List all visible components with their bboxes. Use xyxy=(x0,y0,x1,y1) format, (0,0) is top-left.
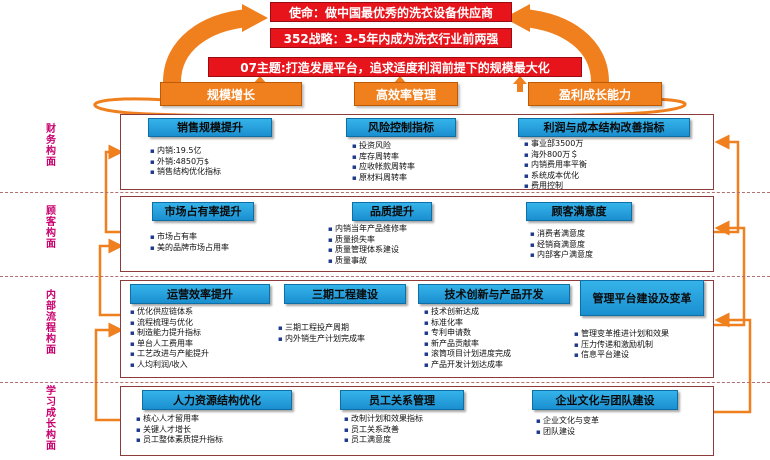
list-item: 单台人工费用率 xyxy=(130,339,209,350)
list-item: 管理变革推进计划和效果 xyxy=(574,329,669,340)
list-item: 美的品牌市场占用率 xyxy=(150,243,229,254)
left-connector-3 xyxy=(94,322,124,422)
internal-list-phase3: 三期工程投产周期 内外销生产计划完成率 xyxy=(278,323,365,344)
list-item: 核心人才留用率 xyxy=(136,414,223,425)
customer-list-quality: 内销当年产品维修率 质量损失率 质量管理体系建设 质量事故 xyxy=(328,224,407,266)
customer-list-market-share: 市场占有率 美的品牌市场占用率 xyxy=(150,232,229,253)
list-item: 专利申请数 xyxy=(424,328,511,339)
theme-07-bar: 07主题:打造发展平台，追求适度利润前提下的规模最大化 xyxy=(208,57,582,77)
internal-header-innovation: 技术创新与产品开发 xyxy=(418,284,570,304)
list-item: 库存周转率 xyxy=(352,152,415,163)
learning-header-culture: 企业文化与团队建设 xyxy=(532,390,678,410)
finance-header-sales: 销售规模提升 xyxy=(148,118,272,137)
internal-list-innovation: 技术创新达成 标准化率 专利申请数 新产品贡献率 滚筒项目计划进度完成 产品开发… xyxy=(424,307,511,370)
list-item: 内外销生产计划完成率 xyxy=(278,334,365,345)
internal-list-operations: 优化供应链体系 流程梳理与优化 制造能力提升指标 单台人工费用率 工艺改进与产能… xyxy=(130,307,209,370)
list-item: 信息平台建设 xyxy=(574,350,669,361)
internal-header-phase3: 三期工程建设 xyxy=(284,284,406,304)
list-item: 员工整体素质提升指标 xyxy=(136,435,223,446)
separator-1 xyxy=(0,192,770,193)
customer-header-satisfaction: 顾客满意度 xyxy=(526,202,632,221)
finance-list-risk: 投资风险 库存周转率 应收帐款周转率 原材料周转率 xyxy=(352,141,415,183)
list-item: 事业部3500万 xyxy=(524,139,587,150)
list-item: 流程梳理与优化 xyxy=(130,318,209,329)
list-item: 人均利润/收入 xyxy=(130,360,209,371)
finance-list-sales: 内销:19.5亿 外销:4850万$ 销售结构优化指标 xyxy=(150,146,221,178)
separator-2 xyxy=(0,276,770,277)
list-item: 改制计划和效果指标 xyxy=(344,414,423,425)
internal-list-management-platform: 管理变革推进计划和效果 压力传递和激励机制 信息平台建设 xyxy=(574,329,669,361)
finance-header-risk: 风险控制指标 xyxy=(346,118,456,137)
internal-header-operations: 运营效率提升 xyxy=(130,284,270,304)
list-item: 质量损失率 xyxy=(328,235,407,246)
list-item: 内部客户满意度 xyxy=(530,250,593,261)
right-connector-3 xyxy=(712,312,752,414)
list-item: 投资风险 xyxy=(352,141,415,152)
list-item: 压力传递和激励机制 xyxy=(574,340,669,351)
list-item: 费用控制 xyxy=(524,181,587,192)
list-item: 工艺改进与产能提升 xyxy=(130,349,209,360)
list-item: 新产品贡献率 xyxy=(424,339,511,350)
mission-bar: 使命：做中国最优秀的洗衣设备供应商 xyxy=(270,2,512,22)
goal-efficient-management: 高效率管理 xyxy=(354,82,458,106)
list-item: 员工满意度 xyxy=(344,435,423,446)
list-item: 团队建设 xyxy=(536,427,599,438)
customer-list-satisfaction: 消费者满意度 经销商满意度 内部客户满意度 xyxy=(530,229,593,261)
list-item: 内销当年产品维修率 xyxy=(328,224,407,235)
learning-list-culture: 企业文化与变革 团队建设 xyxy=(536,416,599,437)
list-item: 滚筒项目计划进度完成 xyxy=(424,349,511,360)
separator-3 xyxy=(0,382,770,383)
learning-list-hr: 核心人才留用率 关键人才增长 员工整体素质提升指标 xyxy=(136,414,223,446)
strategy-352-bar: 352战略：3-5年内成为洗衣行业前两强 xyxy=(270,28,512,48)
left-big-arrow xyxy=(163,9,250,83)
learning-header-hr: 人力资源结构优化 xyxy=(142,390,292,410)
right-big-arrow-head xyxy=(504,4,530,32)
side-label-finance: 财务构面 xyxy=(46,124,56,168)
internal-header-management-platform: 管理平台建设及变革 xyxy=(580,280,704,316)
list-item: 系统成本优化 xyxy=(524,171,587,182)
side-label-learning: 学习成长构面 xyxy=(46,386,56,452)
customer-header-market-share: 市场占有率提升 xyxy=(152,202,254,221)
list-item: 海外800万＄ xyxy=(524,150,587,161)
list-item: 内销费用率平衡 xyxy=(524,160,587,171)
list-item: 外销:4850万$ xyxy=(150,157,221,168)
finance-header-profit-cost: 利润与成本结构改善指标 xyxy=(518,118,690,137)
side-label-customer: 顾客构面 xyxy=(46,206,56,250)
list-item: 员工关系改善 xyxy=(344,425,423,436)
list-item: 优化供应链体系 xyxy=(130,307,209,318)
right-big-arrow xyxy=(522,9,609,83)
list-item: 标准化率 xyxy=(424,318,511,329)
list-item: 三期工程投产周期 xyxy=(278,323,365,334)
finance-list-profit-cost: 事业部3500万 海外800万＄ 内销费用率平衡 系统成本优化 费用控制 xyxy=(524,139,587,192)
list-item: 销售结构优化指标 xyxy=(150,167,221,178)
left-big-arrow-head xyxy=(242,4,268,32)
list-item: 产品开发计划达成率 xyxy=(424,360,511,371)
goal-profit-growth: 盈利成长能力 xyxy=(528,82,662,106)
list-item: 质量事故 xyxy=(328,256,407,267)
list-item: 消费者满意度 xyxy=(530,229,593,240)
list-item: 市场占有率 xyxy=(150,232,229,243)
list-item: 内销:19.5亿 xyxy=(150,146,221,157)
list-item: 企业文化与变革 xyxy=(536,416,599,427)
goal-scale-growth: 规模增长 xyxy=(160,82,302,106)
list-item: 应收帐款周转率 xyxy=(352,162,415,173)
customer-header-quality: 品质提升 xyxy=(352,202,432,221)
list-item: 质量管理体系建设 xyxy=(328,245,407,256)
learning-list-employee-relations: 改制计划和效果指标 员工关系改善 员工满意度 xyxy=(344,414,423,446)
side-label-internal: 内部流程构面 xyxy=(46,290,56,356)
learning-header-employee-relations: 员工关系管理 xyxy=(340,390,464,410)
list-item: 制造能力提升指标 xyxy=(130,328,209,339)
right-connector-1 xyxy=(712,134,740,234)
left-connector-2 xyxy=(98,238,124,317)
list-item: 经销商满意度 xyxy=(530,240,593,251)
list-item: 关键人才增长 xyxy=(136,425,223,436)
list-item: 原材料周转率 xyxy=(352,173,415,184)
list-item: 技术创新达成 xyxy=(424,307,511,318)
